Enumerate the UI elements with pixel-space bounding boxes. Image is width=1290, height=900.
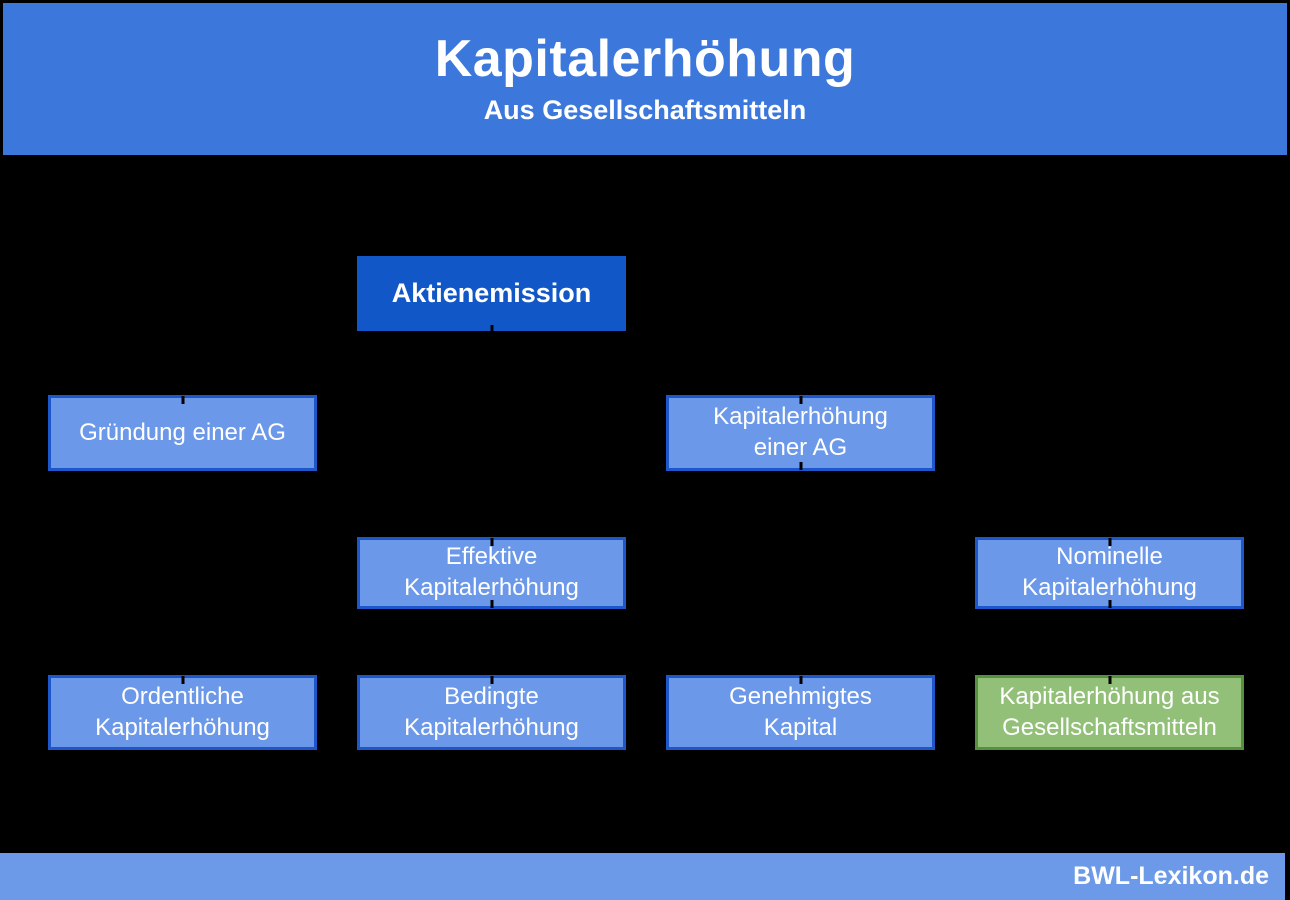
brand-watermark: BWL-Lexikon.de: [1073, 862, 1269, 890]
connector-tick: [181, 396, 184, 404]
page-subtitle: Aus Gesellschaftsmitteln: [483, 94, 807, 125]
connector-tick: [490, 538, 493, 546]
connector-tick: [490, 325, 493, 333]
node-ordentliche-kapitalerhoehung: Ordentliche Kapitalerhöhung: [48, 675, 317, 750]
connector-tick: [1108, 538, 1111, 546]
node-kapitalerhoehung-einer-ag: Kapitalerhöhung einer AG: [666, 395, 935, 471]
connector-tick: [799, 676, 802, 684]
connector-tick: [1108, 676, 1111, 684]
connector-tick: [1108, 600, 1111, 608]
node-bedingte-kapitalerhoehung: Bedingte Kapitalerhöhung: [357, 675, 626, 750]
connector-tick: [181, 676, 184, 684]
connector-tick: [799, 396, 802, 404]
node-nominelle-kapitalerhoehung: Nominelle Kapitalerhöhung: [975, 537, 1244, 609]
footer-bar: BWL-Lexikon.de: [0, 853, 1285, 900]
node-effektive-kapitalerhoehung: Effektive Kapitalerhöhung: [357, 537, 626, 609]
node-aktienemission: Aktienemission: [357, 256, 626, 333]
node-gruendung-einer-ag: Gründung einer AG: [48, 395, 317, 471]
connector-tick: [490, 600, 493, 608]
connector-tick: [490, 676, 493, 684]
connector-tick: [799, 462, 802, 470]
node-genehmigtes-kapital: Genehmigtes Kapital: [666, 675, 935, 750]
page-title: Kapitalerhöhung: [434, 30, 856, 89]
header-banner: Kapitalerhöhung Aus Gesellschaftsmitteln: [3, 3, 1287, 155]
node-kapitalerhoehung-aus-gesellschaftsmitteln: Kapitalerhöhung aus Gesellschaftsmitteln: [975, 675, 1244, 750]
